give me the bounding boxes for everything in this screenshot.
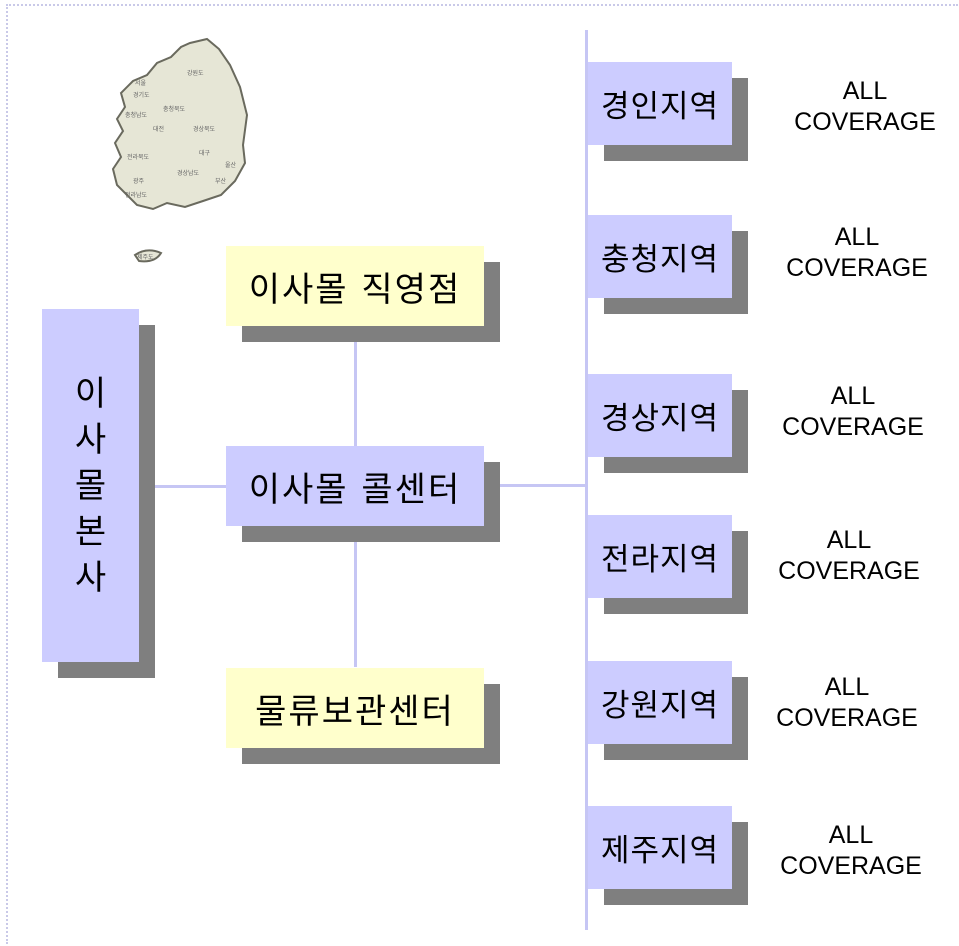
map-label: 전라북도 [127,153,150,161]
regions-trunk-line [585,30,588,930]
map-label: 울산 [225,161,237,169]
connector-callcenter-to-logistics [354,525,357,667]
map-label: 대전 [153,125,164,133]
call-center-box: 이사몰 콜센터 [226,446,484,526]
connector-hq-to-callcenter [140,485,228,488]
map-label: 충청남도 [125,111,148,119]
coverage-line-1: ALL [842,77,888,105]
logistics-center-label: 물류보관센터 [255,691,455,732]
coverage-label: ALL COVERAGE [778,381,928,443]
logistics-center-box: 물류보관센터 [226,668,484,748]
region-label: 강원지역 [600,688,720,724]
coverage-line-1: ALL [834,223,880,251]
coverage-label: ALL COVERAGE [776,820,926,882]
region-box-jeju: 제주지역 [588,806,732,889]
coverage-line-2: COVERAGE [776,704,918,732]
coverage-label: ALL COVERAGE [772,672,922,734]
jeju-island-shape [133,249,163,263]
region-label: 전라지역 [600,542,720,578]
coverage-line-2: COVERAGE [782,413,924,441]
connector-direct-to-callcenter [354,325,357,447]
call-center-label: 이사몰 콜센터 [248,469,462,510]
hq-char: 사 [74,557,107,598]
coverage-line-1: ALL [826,526,872,554]
region-label: 경상지역 [600,401,720,437]
map-label: 전라남도 [125,191,148,199]
coverage-label: ALL COVERAGE [774,525,924,587]
map-label: 대구 [199,149,211,157]
map-label: 경상남도 [177,169,200,177]
region-label: 경인지역 [600,89,720,125]
region-box-gyeongsang: 경상지역 [588,374,732,457]
map-label: 광주 [133,178,145,185]
region-box-chungcheong: 충청지역 [588,215,732,298]
headquarters-box: 이 사 몰 본 사 [42,309,139,662]
map-label: 제주도 [137,253,154,261]
coverage-line-2: COVERAGE [778,557,920,585]
map-label: 강원도 [187,69,204,77]
map-label: 부산 [215,177,227,185]
coverage-line-1: ALL [828,821,874,849]
hq-char: 사 [74,419,107,460]
map-label: 경기도 [133,91,150,99]
coverage-label: ALL COVERAGE [782,222,932,284]
map-label: 서울 [135,79,147,87]
region-box-gangwon: 강원지역 [588,661,732,744]
korea-map-image: 서울 경기도 강원도 충청북도 충청남도 대전 경상북도 대구 전라북도 울산 … [111,37,249,263]
coverage-line-2: COVERAGE [780,852,922,880]
coverage-line-1: ALL [830,382,876,410]
map-label: 충청북도 [163,105,186,113]
region-box-gyeongin: 경인지역 [588,62,732,145]
direct-store-box: 이사몰 직영점 [226,246,484,326]
connector-callcenter-to-regions [484,484,588,487]
page-border [6,4,958,944]
hq-char: 몰 [74,465,107,506]
map-label: 경상북도 [193,125,216,133]
korea-mainland-shape [111,37,249,211]
hq-char: 본 [74,511,107,552]
region-label: 충청지역 [600,242,720,278]
region-box-jeolla: 전라지역 [588,515,732,598]
direct-store-label: 이사몰 직영점 [248,269,462,310]
region-label: 제주지역 [600,833,720,869]
hq-char: 이 [74,373,107,414]
coverage-label: ALL COVERAGE [790,76,940,138]
coverage-line-2: COVERAGE [794,108,936,136]
coverage-line-1: ALL [824,673,870,701]
coverage-line-2: COVERAGE [786,254,928,282]
